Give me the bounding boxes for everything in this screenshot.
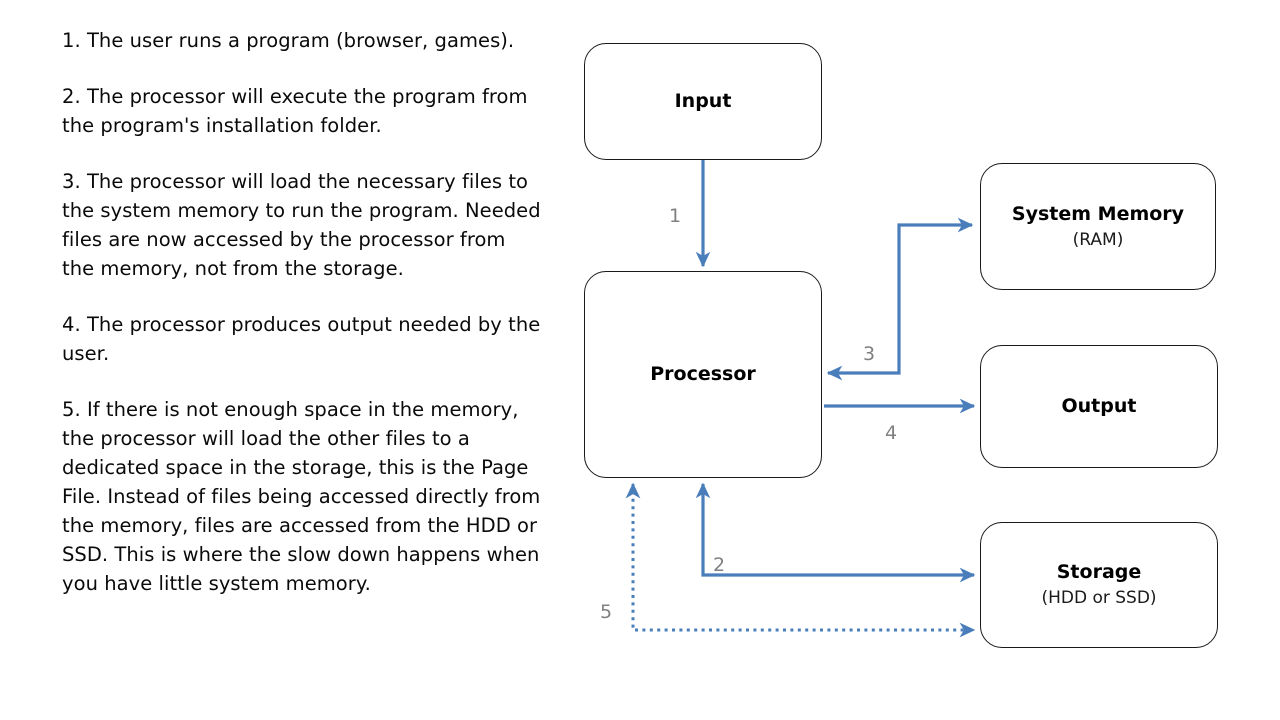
step-paragraph-2: 2. The processor will execute the progra… — [62, 85, 534, 137]
step-paragraph-3: 3. The processor will load the necessary… — [62, 170, 547, 280]
flow-arrow-2 — [695, 482, 976, 583]
flow-label-3: 3 — [863, 343, 876, 365]
node-system-memory-title: System Memory — [1011, 202, 1185, 225]
flow-label-5: 5 — [600, 601, 613, 623]
node-storage-subtitle: (HDD or SSD) — [1041, 588, 1157, 608]
node-system-memory-subtitle: (RAM) — [1072, 229, 1124, 250]
flow-label-4: 4 — [885, 422, 898, 444]
flow-label-2: 2 — [713, 554, 726, 576]
flow-arrow-3 — [826, 217, 974, 381]
node-processor[interactable]: Processor — [584, 271, 822, 478]
node-storage-title: Storage — [1056, 561, 1142, 583]
node-input[interactable]: Input — [584, 43, 822, 160]
node-storage[interactable]: Storage (HDD or SSD) — [980, 522, 1218, 648]
node-processor-title: Processor — [650, 363, 756, 385]
node-input-title: Input — [674, 90, 732, 112]
node-output-title: Output — [1061, 395, 1137, 417]
step-paragraph-5: 5. If there is not enough space in the m… — [62, 398, 547, 595]
step-paragraph-4: 4. The processor produces output needed … — [62, 313, 547, 365]
flow-arrow-5 — [625, 482, 976, 638]
steps-panel: 1. The user runs a program (browser, gam… — [62, 26, 542, 598]
step-paragraph-1: 1. The user runs a program (browser, gam… — [62, 29, 515, 52]
node-system-memory[interactable]: System Memory (RAM) — [980, 163, 1216, 290]
node-output[interactable]: Output — [980, 345, 1218, 468]
flow-label-1: 1 — [669, 205, 682, 227]
